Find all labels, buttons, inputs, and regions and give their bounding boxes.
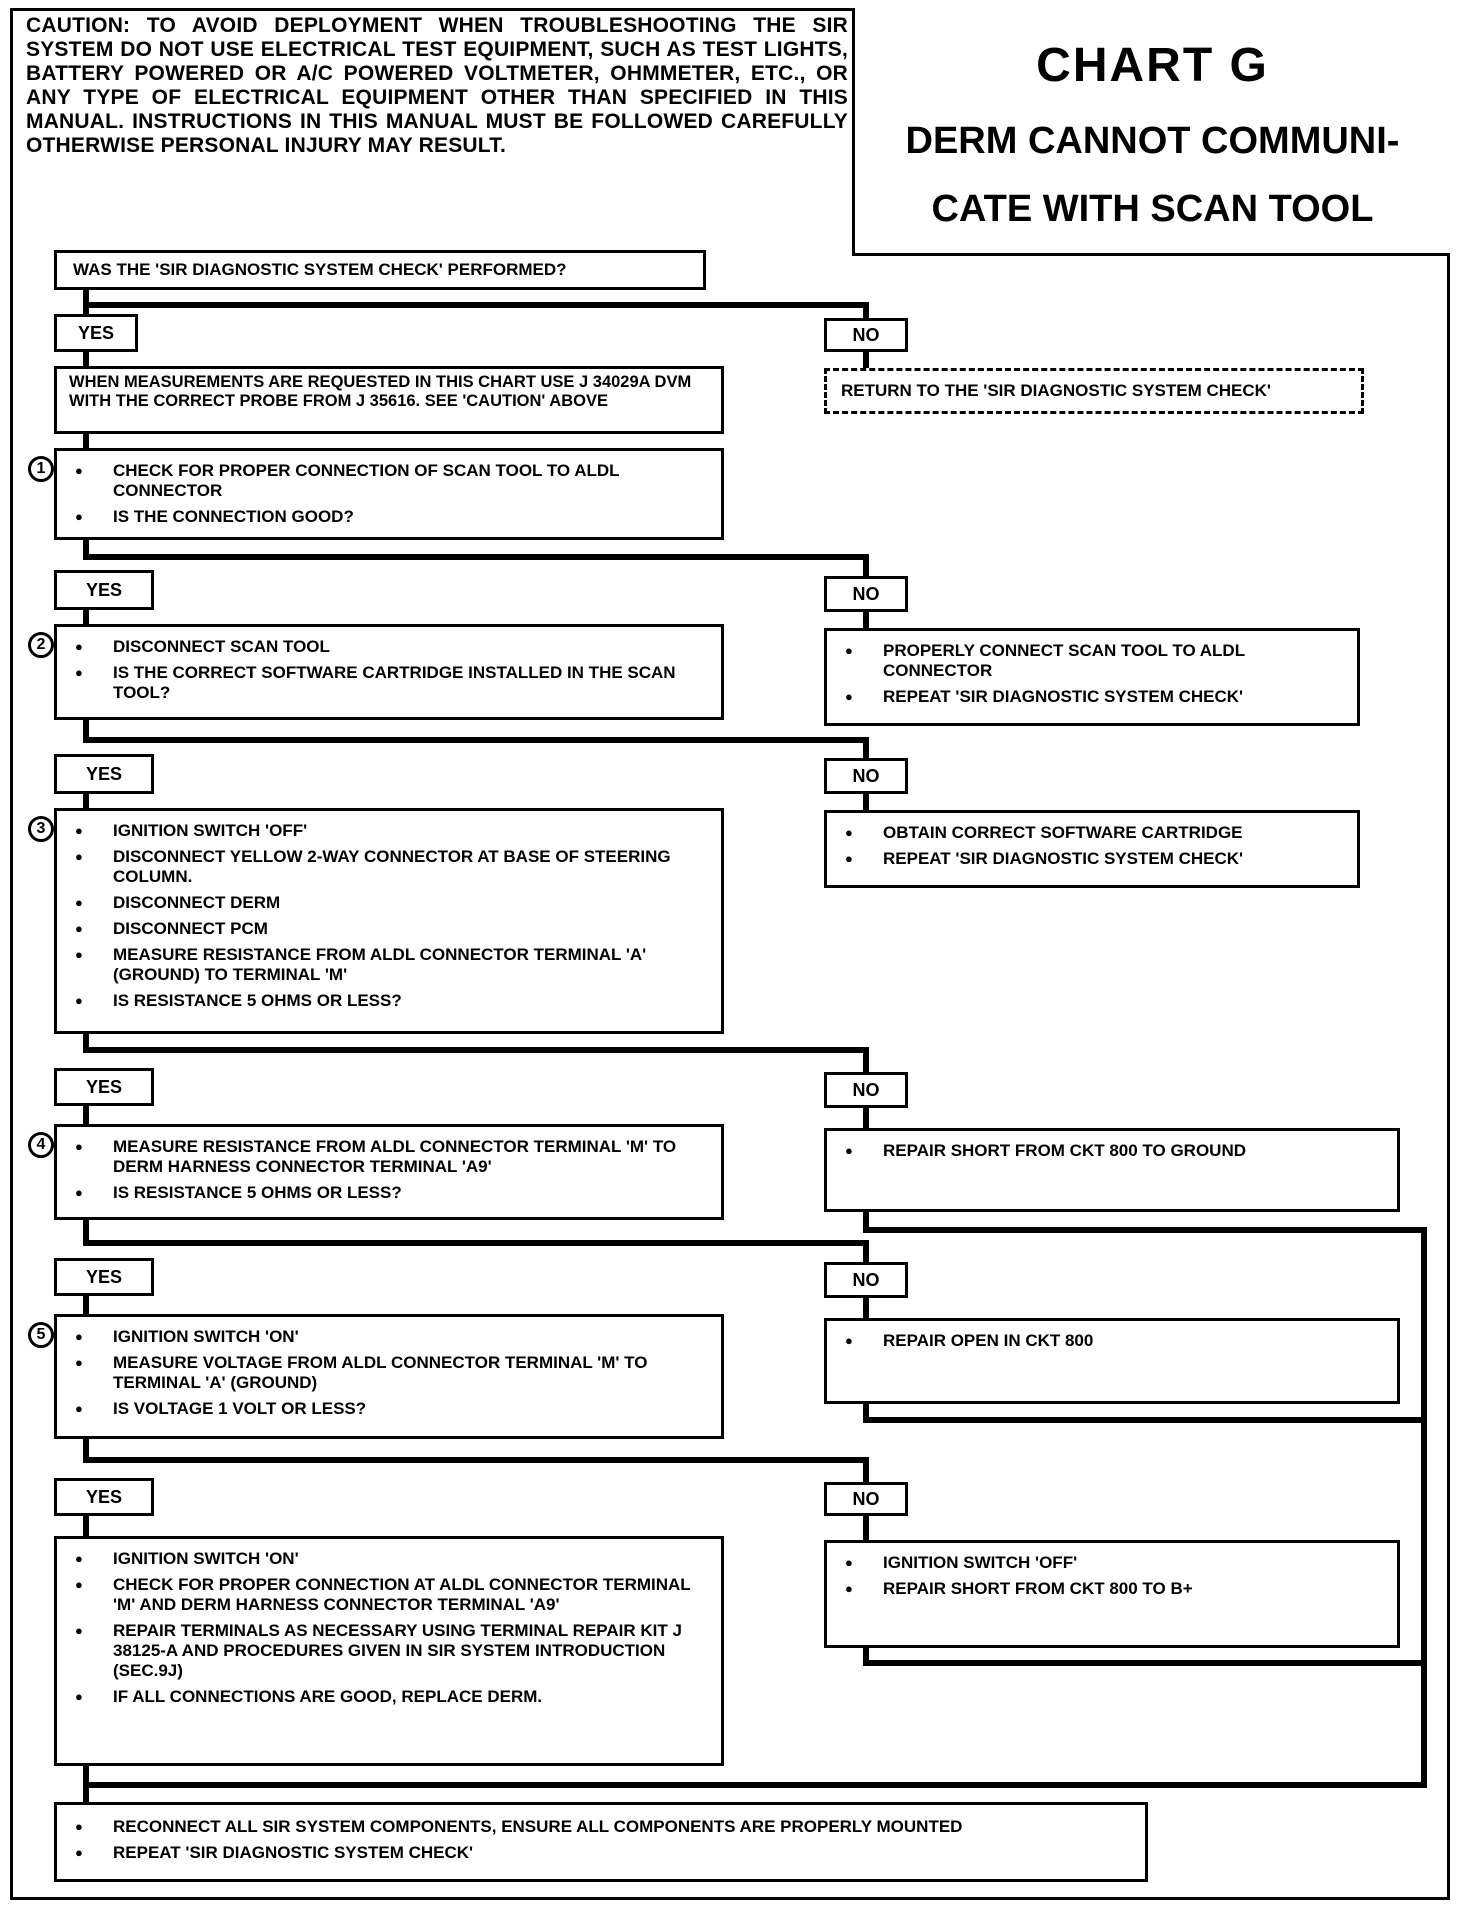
step-3-item: DISCONNECT DERM (57, 893, 713, 913)
connector-step1 (83, 537, 869, 580)
no-result-1-item: PROPERLY CONNECT SCAN TOOL TO ALDL CONNE… (827, 641, 1349, 681)
step-1-item: CHECK FOR PROPER CONNECTION OF SCAN TOOL… (57, 461, 713, 501)
step-number-2: 2 (28, 632, 54, 658)
final-box: RECONNECT ALL SIR SYSTEM COMPONENTS, ENS… (54, 1802, 1148, 1882)
no-label-0: NO (824, 318, 908, 352)
step-5-box: IGNITION SWITCH 'ON' MEASURE VOLTAGE FRO… (54, 1314, 724, 1439)
no-label-5: NO (824, 1482, 908, 1516)
connector-return-no5 (863, 1645, 1427, 1666)
no-result-3-box: REPAIR SHORT FROM CKT 800 TO GROUND (824, 1128, 1400, 1212)
no-result-5-box: IGNITION SWITCH 'OFF' REPAIR SHORT FROM … (824, 1540, 1400, 1648)
final-yes-item: IF ALL CONNECTIONS ARE GOOD, REPLACE DER… (57, 1687, 713, 1707)
step-3-box: IGNITION SWITCH 'OFF' DISCONNECT YELLOW … (54, 808, 724, 1034)
step-3-item: MEASURE RESISTANCE FROM ALDL CONNECTOR T… (57, 945, 713, 985)
return-check-text: RETURN TO THE 'SIR DIAGNOSTIC SYSTEM CHE… (841, 381, 1271, 400)
step-2-box: DISCONNECT SCAN TOOL IS THE CORRECT SOFT… (54, 624, 724, 720)
no-label-2: NO (824, 758, 908, 794)
yes-label-1: YES (54, 570, 154, 610)
yes-label-2: YES (54, 754, 154, 794)
step-2-item: DISCONNECT SCAN TOOL (57, 637, 713, 657)
no-result-4-item: REPAIR OPEN IN CKT 800 (827, 1331, 1389, 1351)
no-label-4: NO (824, 1262, 908, 1298)
no-result-3-item: REPAIR SHORT FROM CKT 800 TO GROUND (827, 1141, 1389, 1161)
chart-title: CHART G (1036, 39, 1269, 92)
connector-step2 (83, 717, 869, 763)
step-5-item: IGNITION SWITCH 'ON' (57, 1327, 713, 1347)
step-5-item: MEASURE VOLTAGE FROM ALDL CONNECTOR TERM… (57, 1353, 713, 1393)
step-3-item: IGNITION SWITCH 'OFF' (57, 821, 713, 841)
no-result-2-box: OBTAIN CORRECT SOFTWARE CARTRIDGE REPEAT… (824, 810, 1360, 888)
return-check-box: RETURN TO THE 'SIR DIAGNOSTIC SYSTEM CHE… (824, 368, 1364, 414)
final-yes-box: IGNITION SWITCH 'ON' CHECK FOR PROPER CO… (54, 1536, 724, 1766)
step-1-item: IS THE CONNECTION GOOD? (57, 507, 713, 527)
step-number-3: 3 (28, 816, 54, 842)
measurement-note-text: WHEN MEASUREMENTS ARE REQUESTED IN THIS … (69, 373, 692, 410)
caution-text: CAUTION: TO AVOID DEPLOYMENT WHEN TROUBL… (26, 14, 848, 157)
step-1-box: CHECK FOR PROPER CONNECTION OF SCAN TOOL… (54, 448, 724, 540)
step-3-item: IS RESISTANCE 5 OHMS OR LESS? (57, 991, 713, 1011)
step-4-item: IS RESISTANCE 5 OHMS OR LESS? (57, 1183, 713, 1203)
yes-label-0: YES (54, 314, 138, 352)
connector-return-no4 (863, 1401, 1427, 1423)
final-yes-item: REPAIR TERMINALS AS NECESSARY USING TERM… (57, 1621, 713, 1681)
final-yes-item: CHECK FOR PROPER CONNECTION AT ALDL CONN… (57, 1575, 713, 1615)
connector-step5 (83, 1436, 869, 1485)
start-question-box: WAS THE 'SIR DIAGNOSTIC SYSTEM CHECK' PE… (54, 250, 706, 290)
connector-step3 (83, 1031, 869, 1075)
no-result-5-item: IGNITION SWITCH 'OFF' (827, 1553, 1389, 1573)
connector-return-bus (83, 1227, 1427, 1788)
connector-start (83, 287, 869, 323)
page-border (10, 8, 1450, 1900)
final-item: RECONNECT ALL SIR SYSTEM COMPONENTS, ENS… (57, 1817, 1137, 1837)
step-3-item: DISCONNECT PCM (57, 919, 713, 939)
no-label-3: NO (824, 1072, 908, 1108)
measurement-note-box: WHEN MEASUREMENTS ARE REQUESTED IN THIS … (54, 366, 724, 434)
no-result-5-item: REPAIR SHORT FROM CKT 800 TO B+ (827, 1579, 1389, 1599)
step-5-item: IS VOLTAGE 1 VOLT OR LESS? (57, 1399, 713, 1419)
connector-return-no3 (863, 1209, 1427, 1233)
step-2-item: IS THE CORRECT SOFTWARE CARTRIDGE INSTAL… (57, 663, 713, 703)
connector-step4 (83, 1217, 869, 1265)
yes-label-5: YES (54, 1478, 154, 1516)
final-yes-item: IGNITION SWITCH 'ON' (57, 1549, 713, 1569)
no-result-4-box: REPAIR OPEN IN CKT 800 (824, 1318, 1400, 1404)
chart-title-box: CHART G DERM CANNOT COMMUNI- CATE WITH S… (852, 8, 1450, 256)
chart-subtitle-line1: DERM CANNOT COMMUNI- (905, 120, 1400, 162)
step-number-5: 5 (28, 1322, 54, 1348)
step-number-1: 1 (28, 456, 54, 482)
step-4-box: MEASURE RESISTANCE FROM ALDL CONNECTOR T… (54, 1124, 724, 1220)
no-result-2-item: OBTAIN CORRECT SOFTWARE CARTRIDGE (827, 823, 1349, 843)
no-result-1-item: REPEAT 'SIR DIAGNOSTIC SYSTEM CHECK' (827, 687, 1349, 707)
step-4-item: MEASURE RESISTANCE FROM ALDL CONNECTOR T… (57, 1137, 713, 1177)
start-question-text: WAS THE 'SIR DIAGNOSTIC SYSTEM CHECK' PE… (73, 260, 567, 279)
step-number-4: 4 (28, 1132, 54, 1158)
final-item: REPEAT 'SIR DIAGNOSTIC SYSTEM CHECK' (57, 1843, 1137, 1863)
no-label-1: NO (824, 576, 908, 612)
step-3-item: DISCONNECT YELLOW 2-WAY CONNECTOR AT BAS… (57, 847, 713, 887)
chart-subtitle-line2: CATE WITH SCAN TOOL (931, 188, 1374, 230)
no-result-2-item: REPEAT 'SIR DIAGNOSTIC SYSTEM CHECK' (827, 849, 1349, 869)
yes-label-4: YES (54, 1258, 154, 1296)
yes-label-3: YES (54, 1068, 154, 1106)
no-result-1-box: PROPERLY CONNECT SCAN TOOL TO ALDL CONNE… (824, 628, 1360, 726)
